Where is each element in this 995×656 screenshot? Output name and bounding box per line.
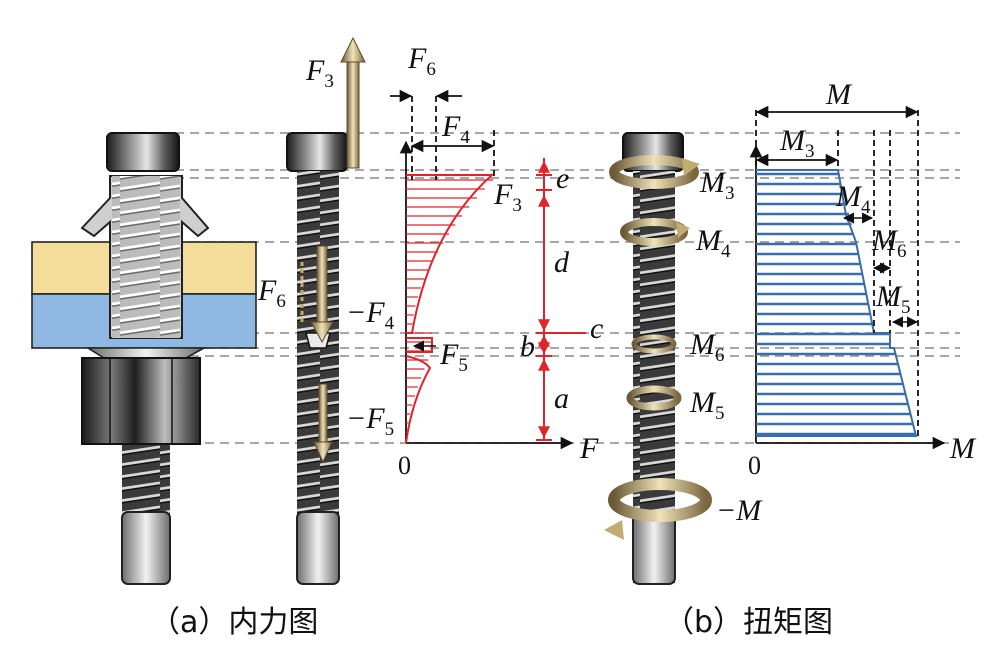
label-M6-bolt: M6 — [689, 328, 725, 366]
M3-torque-loop — [609, 155, 699, 189]
torque-outline — [756, 169, 918, 437]
label-M4-bolt: M4 — [695, 224, 731, 262]
torque-hatching — [756, 172, 916, 436]
label-b: b — [520, 330, 535, 363]
label-F6-side: F6 — [257, 274, 286, 312]
label-d: d — [554, 246, 570, 279]
label-zero-force: 0 — [398, 451, 411, 480]
M6-torque-loop — [631, 334, 677, 354]
label-F5: F5 — [439, 338, 468, 376]
label-minus-F4: −F4 — [346, 296, 395, 334]
minus-M-torque-loop — [608, 478, 712, 522]
label-M3-dim: M3 — [779, 124, 815, 162]
minus-F5-arrow — [318, 383, 328, 445]
label-e: e — [556, 162, 569, 195]
force-curve-lower — [405, 355, 432, 444]
label-a: a — [554, 382, 569, 415]
label-c: c — [590, 312, 603, 345]
bolt-head — [106, 132, 180, 172]
label-F4-top: F4 — [441, 110, 470, 148]
minus-F4-arrow — [316, 245, 328, 325]
hex-nut — [81, 357, 201, 445]
label-M5-dim: M5 — [875, 280, 911, 318]
force-diagram — [390, 89, 586, 450]
label-M4-dim: M4 — [835, 180, 871, 218]
label-M5-bolt: M5 — [689, 386, 725, 424]
labels: F3 F6 F4 F3 F6 −F4 F5 −F5 0 F e d b c a … — [150, 42, 977, 640]
label-M6-dim: M6 — [871, 224, 907, 262]
bolt-tail-end — [121, 511, 171, 585]
F3-force-arrow — [346, 59, 360, 169]
M5-torque-loop — [626, 385, 682, 411]
label-F3-top: F3 — [305, 54, 334, 92]
force-curve-upper — [406, 174, 495, 334]
label-minus-F5: −F5 — [346, 402, 394, 440]
washer — [85, 347, 208, 359]
force-hatching — [406, 179, 494, 433]
label-M3-bolt: M3 — [699, 166, 735, 204]
bolt-assembly — [31, 132, 257, 585]
torque-diagram — [749, 105, 946, 450]
force-bolt — [286, 36, 366, 585]
label-M-axis: M — [949, 432, 977, 465]
force-step-F5 — [406, 337, 433, 353]
label-zero-torque: 0 — [748, 451, 761, 480]
label-minus-M: −M — [716, 494, 763, 527]
caption-a: （a）内力图 — [150, 605, 318, 640]
label-F3-curve: F3 — [493, 178, 522, 216]
label-F-axis: F — [579, 432, 599, 465]
caption-b: （b）扭矩图 — [664, 605, 833, 640]
label-M-top: M — [825, 78, 853, 111]
torque-bolt — [604, 132, 712, 585]
insert-thread — [112, 176, 180, 338]
label-F6-top: F6 — [407, 42, 436, 80]
